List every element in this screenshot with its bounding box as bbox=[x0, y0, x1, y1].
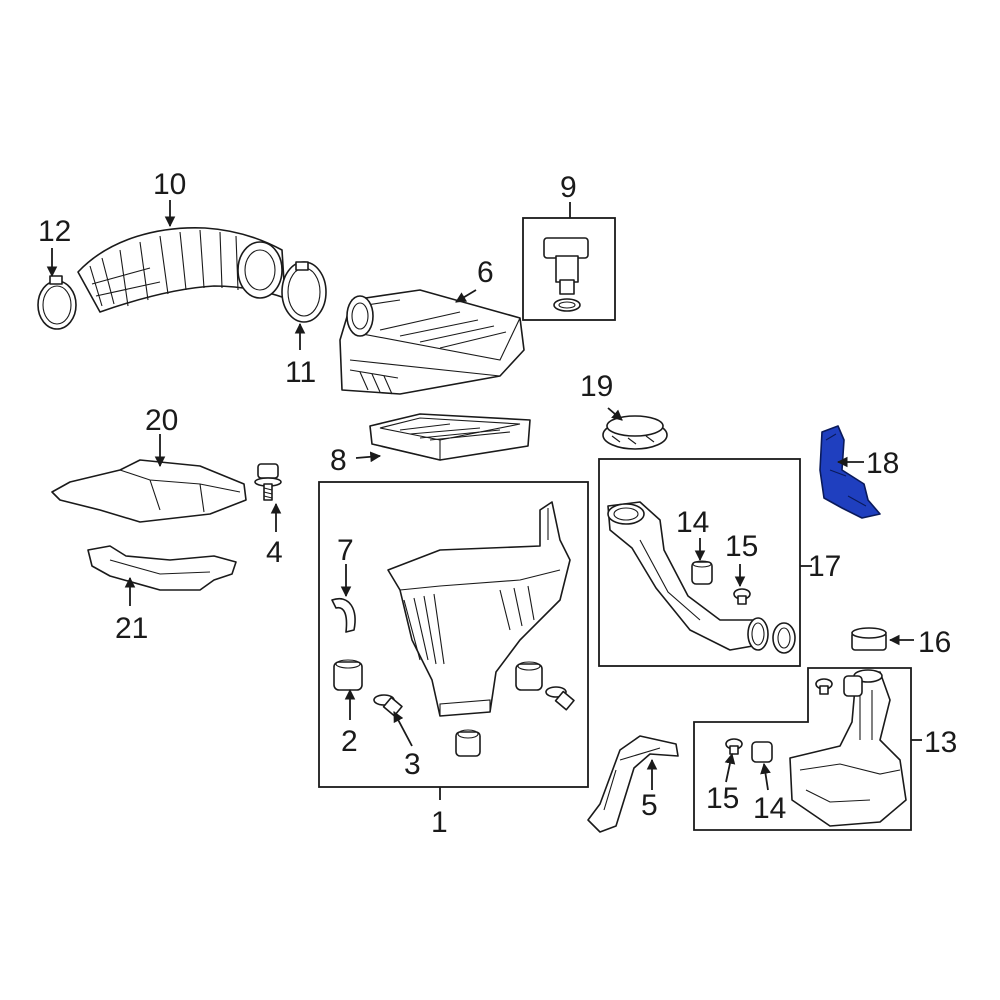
part-5-bracket[interactable] bbox=[587, 735, 679, 833]
part-18-bracket-highlighted[interactable] bbox=[819, 425, 881, 519]
callout-2: 2 bbox=[341, 725, 358, 758]
part-12-clamp[interactable] bbox=[37, 275, 77, 330]
callout-19: 19 bbox=[580, 370, 613, 403]
callout-18: 18 bbox=[866, 447, 899, 480]
callout-14-upper: 14 bbox=[676, 506, 709, 539]
part-14-grommet-upper[interactable] bbox=[691, 560, 713, 585]
part-14-grommet-lower[interactable] bbox=[751, 675, 863, 763]
callout-21: 21 bbox=[115, 612, 148, 645]
part-6-cleaner-cover[interactable] bbox=[339, 289, 525, 395]
group-box-1 bbox=[318, 481, 589, 788]
group-box-17 bbox=[598, 458, 801, 667]
part-17-intake-duct[interactable] bbox=[607, 501, 796, 654]
part-15-bolt-lower[interactable] bbox=[725, 678, 833, 755]
callouts: 10 12 11 6 9 19 8 18 20 4 21 7 2 3 1 14 … bbox=[38, 168, 957, 839]
part-7-clip[interactable] bbox=[331, 597, 356, 633]
callout-4: 4 bbox=[266, 536, 283, 569]
callout-15-lower: 15 bbox=[706, 782, 739, 815]
part-21-lower-cover[interactable] bbox=[87, 545, 237, 591]
part-16-seal[interactable] bbox=[851, 627, 887, 651]
part-2-grommets[interactable] bbox=[333, 659, 543, 757]
callout-10: 10 bbox=[153, 168, 186, 201]
part-8-air-filter[interactable] bbox=[369, 413, 531, 461]
part-20-cover[interactable] bbox=[51, 459, 247, 523]
callout-5: 5 bbox=[641, 789, 658, 822]
part-15-bolt-upper[interactable] bbox=[733, 588, 751, 605]
callout-11: 11 bbox=[285, 356, 316, 389]
callout-1: 1 bbox=[431, 806, 448, 839]
callout-20: 20 bbox=[145, 404, 178, 437]
callout-8: 8 bbox=[330, 444, 347, 477]
callout-9: 9 bbox=[560, 171, 577, 204]
group-box-9 bbox=[522, 217, 616, 321]
part-4-bolt[interactable] bbox=[254, 463, 282, 501]
callout-15-upper: 15 bbox=[725, 530, 758, 563]
part-19-grommet[interactable] bbox=[602, 415, 668, 450]
callout-16: 16 bbox=[918, 626, 951, 659]
callout-13: 13 bbox=[924, 726, 957, 759]
part-11-clamp[interactable] bbox=[281, 261, 327, 323]
part-10-intake-hose[interactable] bbox=[77, 226, 286, 313]
part-1-cleaner-housing[interactable] bbox=[387, 501, 571, 717]
part-9-sensor[interactable] bbox=[543, 237, 589, 312]
callout-14-lower: 14 bbox=[753, 792, 786, 825]
callout-7: 7 bbox=[337, 534, 354, 567]
group-box-13 bbox=[693, 667, 912, 831]
callout-17: 17 bbox=[808, 550, 841, 583]
callout-3: 3 bbox=[404, 748, 421, 781]
callout-6: 6 bbox=[477, 256, 494, 289]
callout-12: 12 bbox=[38, 215, 71, 248]
leader-lines bbox=[46, 200, 922, 800]
